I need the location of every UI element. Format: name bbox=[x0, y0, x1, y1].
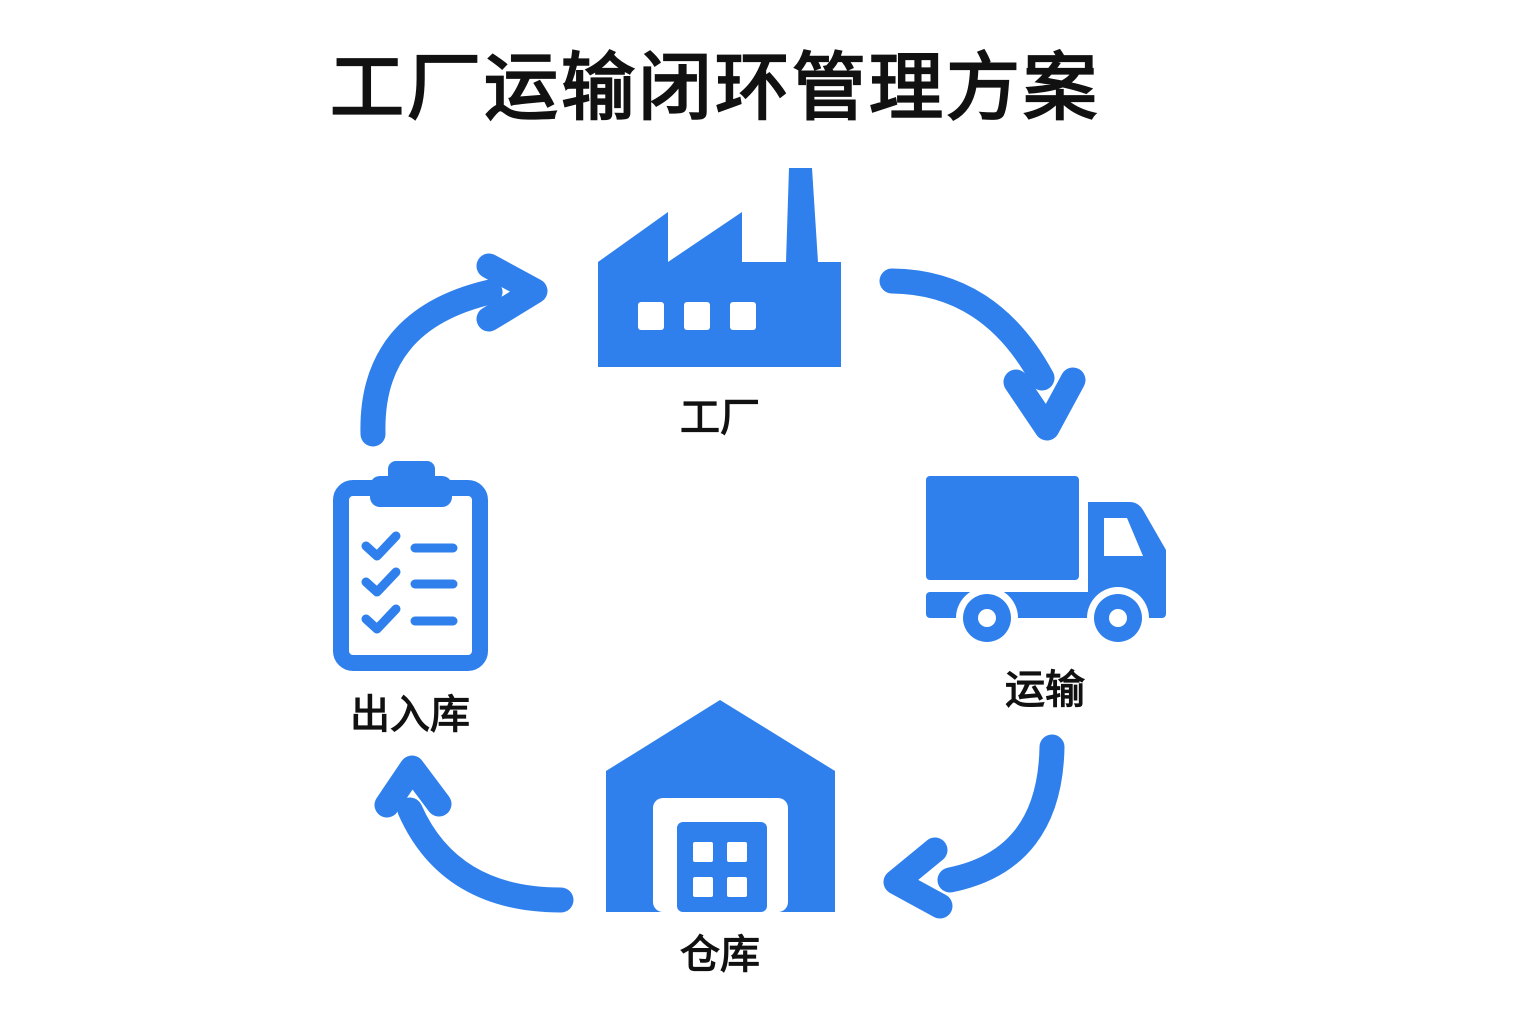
node-label-transport: 运输 bbox=[1005, 667, 1085, 713]
arrow-warehouse-to-inout bbox=[374, 755, 574, 913]
clipboard-checklist-icon bbox=[333, 461, 488, 671]
arrow-inout-to-factory bbox=[360, 253, 548, 447]
node-label-factory: 工厂 bbox=[680, 395, 760, 441]
arrow-factory-to-transport bbox=[879, 268, 1086, 441]
page-title: 工厂运输闭环管理方案 bbox=[330, 45, 1100, 131]
factory-icon bbox=[598, 168, 841, 367]
warehouse-icon bbox=[606, 700, 835, 912]
node-label-inout: 出入库 bbox=[350, 692, 470, 738]
node-label-warehouse: 仓库 bbox=[680, 932, 760, 978]
arrow-transport-to-warehouse bbox=[883, 734, 1065, 919]
truck-icon bbox=[926, 476, 1166, 649]
